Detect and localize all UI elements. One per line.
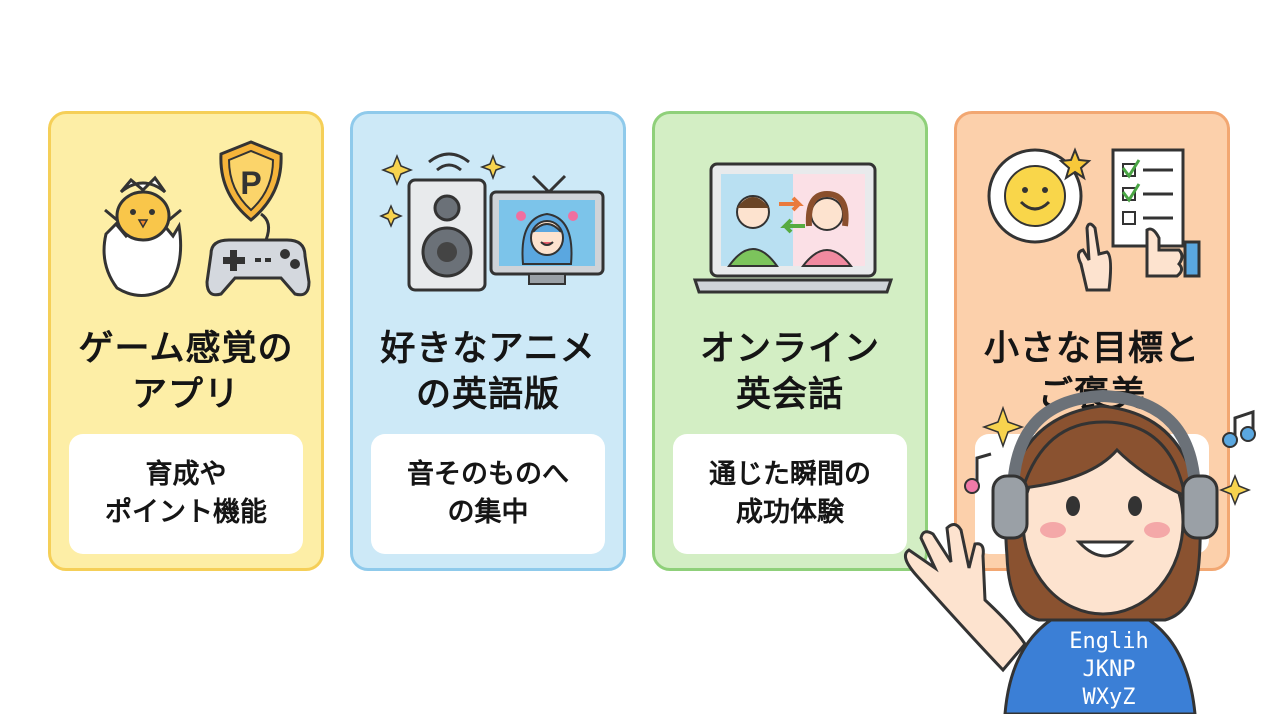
sparkle-icon [981,405,1252,507]
sparkle-icon [379,153,507,228]
tv-anime-icon [489,174,605,285]
svg-text:WXyZ: WXyZ [1083,685,1136,710]
pointing-hand-icon [1076,222,1113,292]
shield-p-icon: P [219,140,283,222]
card-title: 好きなアニメの英語版 [380,329,596,415]
card-title: オンライン英会話 [699,329,880,415]
card-online-conversation: オンライン英会話 通じた瞬間の成功体験 [652,111,928,571]
card-anime-illustration [379,152,605,292]
wifi-icon [428,152,470,172]
svg-text:Englih: Englih [1069,629,1148,654]
card-description: 育成やポイント機能 [69,434,303,554]
card-online-illustration [692,162,894,294]
shirt-text: Englih JKNP WXyZ [1069,629,1148,710]
game-controller-icon [205,212,311,297]
card-title: ゲーム感覚のアプリ [78,329,294,415]
headphones-icon [991,389,1219,540]
card-description: 音そのものへの集中 [371,434,605,554]
svg-text:JKNP: JKNP [1083,657,1136,682]
thumbs-up-icon [1145,227,1201,278]
card-game-app-illustration: P [102,140,311,297]
chick-in-egg-icon [102,175,183,297]
card-goals-illustration [987,147,1201,292]
svg-text:P: P [240,165,261,201]
laptop-video-call-icon [692,162,894,294]
music-note-icon [964,409,1256,494]
card-description: 通じた瞬間の成功体験 [673,434,907,554]
waving-hand [903,523,1027,673]
card-anime-english: 好きなアニメの英語版 音そのものへの集中 [350,111,626,571]
smiley-sticker-icon [987,147,1092,244]
speaker-icon [407,178,487,292]
mascot-girl-headphones: Englih JKNP WXyZ [903,389,1256,714]
card-game-app: P ゲーム感覚のアプリ 育成やポイント機能 [48,111,324,571]
